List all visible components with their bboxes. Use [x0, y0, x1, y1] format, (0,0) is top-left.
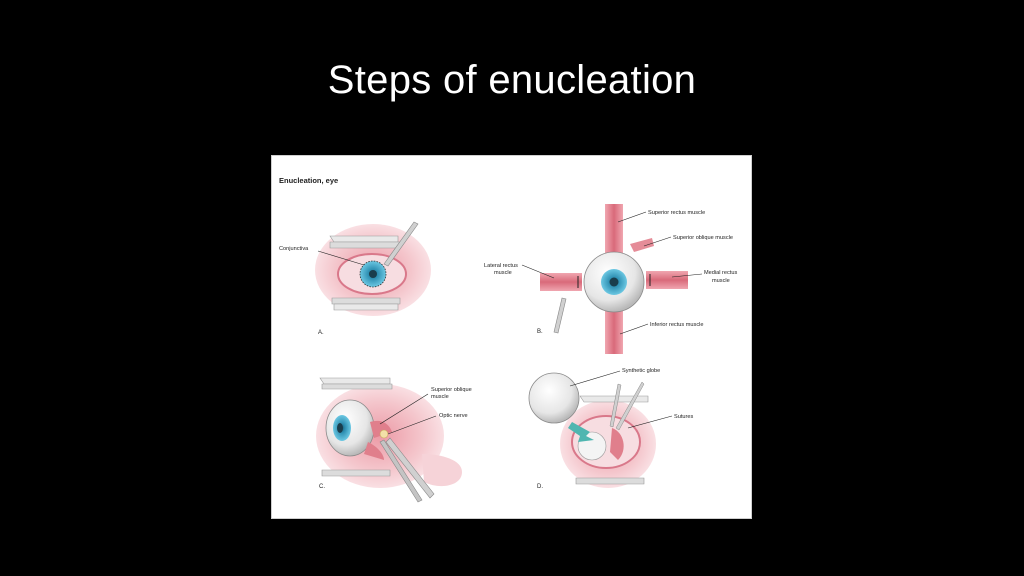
panel-c-optic-nerve — [379, 429, 389, 439]
label-conjunctiva: Conjunctiva — [279, 246, 309, 252]
panel-d-upper-retractor — [579, 395, 649, 403]
label-superior-oblique-c-line2: muscle — [431, 394, 449, 400]
superior-oblique-muscle — [630, 238, 654, 252]
label-sutures: Sutures — [674, 414, 693, 420]
panel-d-letter: D. — [537, 484, 543, 490]
label-lateral-rectus-line1: Lateral rectus — [484, 263, 518, 269]
panel-a: Conjunctiva A. — [279, 221, 431, 336]
panel-a-letter: A. — [318, 330, 324, 336]
panel-b-letter: B. — [537, 329, 543, 335]
label-optic-nerve: Optic nerve — [439, 413, 468, 419]
panel-d-lower-retractor — [575, 477, 645, 485]
label-superior-oblique: Superior oblique muscle — [673, 235, 733, 241]
lateral-rectus-muscle — [540, 273, 582, 291]
panel-a-lower-retractor — [331, 297, 401, 305]
panel-c-letter: C. — [319, 484, 325, 490]
enucleation-diagram: Enucleation, eye Conjunctiva A. — [279, 176, 737, 503]
panel-c-lower-retractor — [321, 469, 391, 477]
inferior-rectus-muscle — [605, 302, 623, 354]
figure-title: Enucleation, eye — [279, 176, 338, 185]
label-medial-rectus-line1: Medial rectus — [704, 270, 737, 276]
panel-a-upper-retractor — [329, 235, 399, 243]
panel-c: Superior oblique muscle Optic nerve C. — [316, 377, 472, 503]
label-superior-oblique-c-line1: Superior oblique — [431, 387, 472, 393]
label-lateral-rectus-line2: muscle — [494, 270, 512, 276]
panel-d: Synthetic globe Sutures D. — [528, 368, 693, 490]
panel-d-insert-arrow — [568, 422, 594, 442]
label-inferior-rectus: Inferior rectus muscle — [650, 322, 703, 328]
superior-rectus-muscle — [605, 204, 623, 264]
enucleation-figure: Enucleation, eye Conjunctiva A. — [271, 155, 752, 519]
label-superior-rectus: Superior rectus muscle — [648, 210, 705, 216]
panel-c-upper-retractor — [319, 377, 391, 385]
panel-d-synthetic-globe — [528, 372, 580, 424]
label-synthetic-globe: Synthetic globe — [622, 368, 660, 374]
label-medial-rectus-line2: muscle — [712, 278, 730, 284]
panel-b-muscle-hook — [553, 297, 567, 334]
medial-rectus-muscle — [646, 271, 688, 289]
slide-title: Steps of enucleation — [327, 58, 697, 102]
panel-b: Superior rectus muscle Superior oblique … — [484, 204, 737, 354]
panel-a-scissors — [383, 221, 419, 267]
panel-c-scissors — [385, 437, 435, 499]
